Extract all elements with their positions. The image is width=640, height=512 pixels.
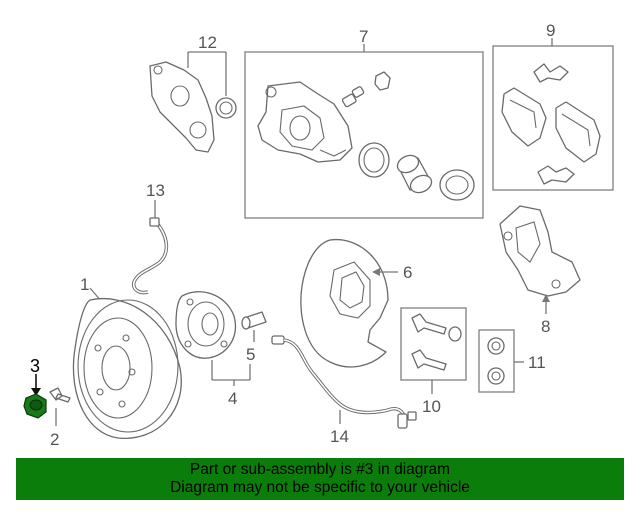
callout-11: 11 xyxy=(528,353,546,372)
hub-bearing-4-group xyxy=(175,291,251,386)
bolts-10-group xyxy=(400,307,467,394)
guide-pins-11-group xyxy=(478,329,524,393)
guide-pin-boot-upper xyxy=(487,337,505,355)
piston-seal xyxy=(358,142,390,178)
callout-10: 10 xyxy=(422,397,441,416)
highlighted-part-3 xyxy=(23,374,47,419)
rotor-screw xyxy=(49,387,71,403)
bleeder-screw xyxy=(341,86,365,108)
guide-pins-box xyxy=(478,329,515,393)
callout-7: 7 xyxy=(359,27,368,46)
caliper-bracket-8-group xyxy=(499,205,581,314)
callout-8: 8 xyxy=(541,317,550,336)
callout-13: 13 xyxy=(146,181,165,200)
callout-6: 6 xyxy=(403,263,412,282)
brake-hose-13-group xyxy=(131,200,169,295)
bleeder-cap xyxy=(374,71,391,91)
callout-12: 12 xyxy=(198,33,217,52)
caliper-support xyxy=(149,61,215,153)
wheel-stud-5-group xyxy=(241,311,267,342)
callout-5: 5 xyxy=(246,345,255,364)
caliper-bracket-12-group xyxy=(149,51,237,153)
pad-clip-lower xyxy=(537,165,575,185)
caliper-mounting-bracket xyxy=(499,205,581,297)
dust-boot xyxy=(439,169,475,201)
callout-labels: 1 2 3 4 5 6 7 8 9 10 11 12 13 14 xyxy=(30,21,555,449)
brake-pad-left xyxy=(501,87,547,147)
bolts-box xyxy=(400,307,467,381)
brake-pad-right xyxy=(555,101,601,163)
caliper-piston xyxy=(396,154,433,194)
hub-bearing xyxy=(175,291,236,359)
callout-9: 9 xyxy=(546,21,555,40)
bracket-bolt-upper xyxy=(411,313,447,335)
callout-2: 2 xyxy=(50,430,59,449)
callout-3: 3 xyxy=(30,356,40,376)
callout-14: 14 xyxy=(330,427,349,446)
pads-box xyxy=(492,45,614,191)
splash-shield-6-group xyxy=(300,238,398,368)
banner-line-2: Diagram may not be specific to your vehi… xyxy=(170,479,470,496)
guide-pin-boot-lower xyxy=(487,367,505,385)
abs-sensor-head xyxy=(271,335,285,345)
callout-1: 1 xyxy=(80,275,89,294)
part-info-banner: Part or sub-assembly is #3 in diagram Di… xyxy=(16,458,624,500)
callout-4: 4 xyxy=(228,389,237,408)
banner-line-1: Part or sub-assembly is #3 in diagram xyxy=(189,461,451,478)
caliper-body xyxy=(257,81,353,163)
caliper-assembly-group xyxy=(244,44,484,219)
rotor-screw-2-group xyxy=(49,387,71,426)
brake-rotor-1-group xyxy=(72,287,182,439)
abs-sensor-14-group xyxy=(271,335,417,429)
brake-rotor xyxy=(72,298,182,439)
pad-clip-upper xyxy=(533,63,569,83)
brake-pads-group xyxy=(492,38,614,191)
bracket-bolt-lower xyxy=(411,349,447,371)
brake-hose xyxy=(131,220,169,295)
caliper-seal-ring xyxy=(215,97,237,119)
